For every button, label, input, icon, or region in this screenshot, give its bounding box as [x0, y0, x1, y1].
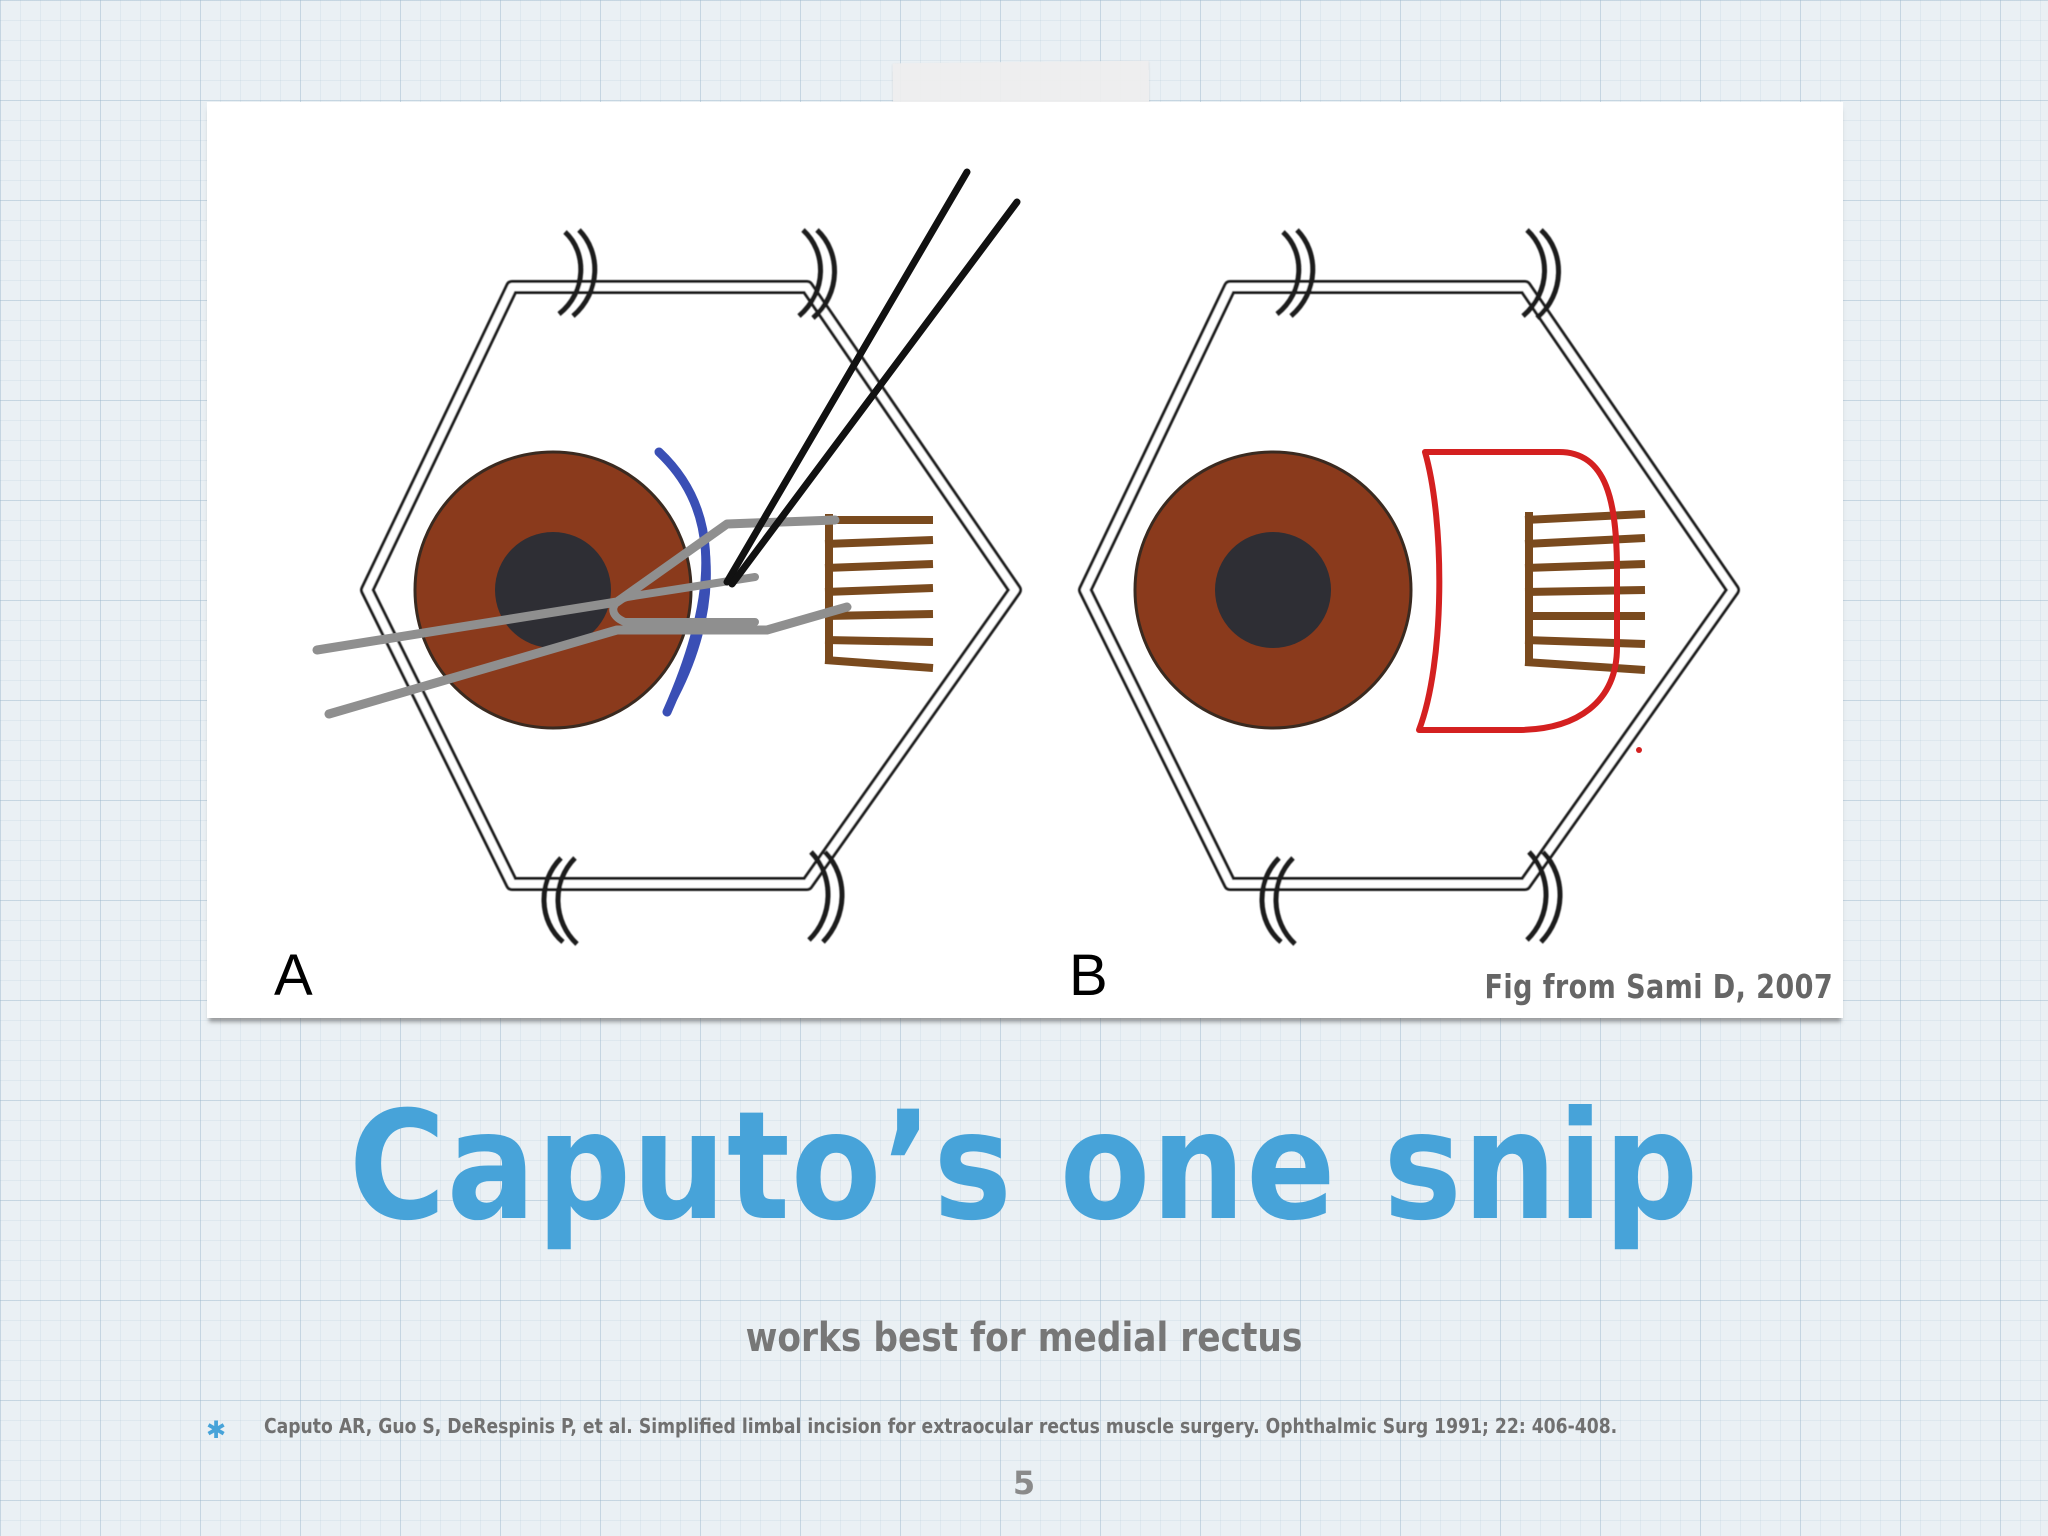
panel-a-label: A [274, 943, 313, 1008]
panel-b-eyelid-speculum [1078, 228, 1740, 946]
slide-title: Caputo’s one snip [348, 1080, 1700, 1254]
panel-a-eyelid-speculum [360, 228, 1022, 946]
panel-a-scissors [723, 168, 1021, 588]
panel-b-muscle [1524, 510, 1646, 674]
eye-surgery-diagram [312, 168, 1740, 946]
panel-a-muscle [824, 514, 934, 672]
panel-a-eye [413, 450, 693, 730]
page-number: 5 [1012, 1464, 1036, 1502]
panel-b-label: B [1069, 943, 1108, 1008]
slide-subtitle: works best for medial rectus [745, 1315, 1303, 1361]
figure-credit: Fig from Sami D, 2007 [1484, 967, 1833, 1006]
reference-citation: Caputo AR, Guo S, DeRespinis P, et al. S… [264, 1414, 1618, 1438]
figure-image: A B Fig from Sami D, 2007 [207, 102, 1843, 1018]
panel-b-incision-flap [1416, 449, 1642, 753]
panel-b-eye [1133, 450, 1413, 730]
asterisk-icon: ✱ [206, 1416, 227, 1444]
panel-a-conjunctiva-incision [654, 447, 711, 717]
